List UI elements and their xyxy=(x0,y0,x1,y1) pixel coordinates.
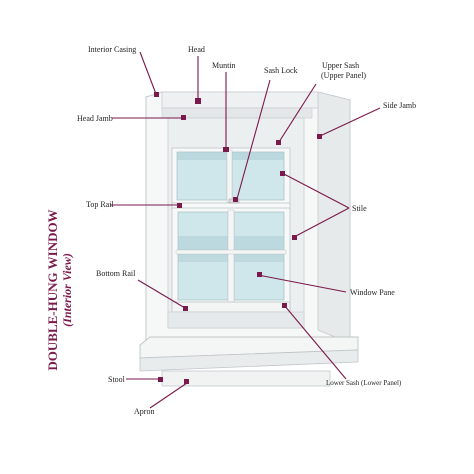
label-muntin: Muntin xyxy=(212,61,236,70)
stool xyxy=(139,336,359,359)
label-top-rail: Top Rail xyxy=(86,200,114,209)
label-upper-panel: (Upper Panel) xyxy=(321,71,366,80)
lower-pane-left xyxy=(177,253,229,301)
label-stile: Stile xyxy=(352,204,367,213)
bottom-rail xyxy=(171,301,291,313)
label-interior-casing: Interior Casing xyxy=(88,45,136,54)
lower-muntin-vertical xyxy=(227,209,235,303)
label-lower-sash: Lower Sash (Lower Panel) xyxy=(326,379,402,387)
label-bottom-rail: Bottom Rail xyxy=(96,269,136,278)
label-sash-lock: Sash Lock xyxy=(264,66,298,75)
label-apron: Apron xyxy=(134,407,154,416)
lower-sash xyxy=(171,207,291,313)
stool-front xyxy=(139,349,359,372)
leader-lines xyxy=(110,51,381,409)
sill-gap xyxy=(167,311,305,329)
head xyxy=(161,91,319,109)
label-stool: Stool xyxy=(108,375,126,384)
label-head: Head xyxy=(188,45,205,54)
labels: Interior Casing Head Muntin Sash Lock Up… xyxy=(77,45,416,416)
upper-sash xyxy=(171,147,291,205)
diagram-title: DOUBLE-HUNG WINDOW (Interior View) xyxy=(45,209,74,370)
title-sub: (Interior View) xyxy=(60,253,74,327)
window-illustration xyxy=(139,91,359,387)
label-upper-sash: Upper Sash xyxy=(322,61,359,70)
lower-muntin-horizontal xyxy=(175,249,287,255)
label-head-jamb: Head Jamb xyxy=(77,114,113,123)
muntin xyxy=(226,149,233,203)
label-side-jamb: Side Jamb xyxy=(383,101,416,110)
title-main: DOUBLE-HUNG WINDOW xyxy=(45,209,60,370)
label-window-pane: Window Pane xyxy=(350,288,395,297)
